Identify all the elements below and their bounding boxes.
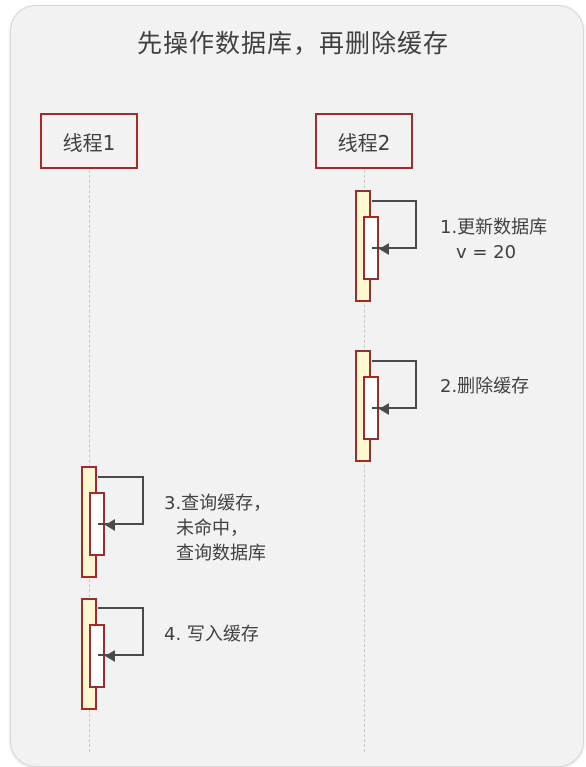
lifeline-thread1	[89, 170, 90, 752]
arrowhead-step2	[379, 403, 389, 415]
arrowhead-step3	[105, 519, 115, 531]
actor-thread1-label: 线程1	[62, 130, 116, 155]
step2-label: 2.删除缓存	[440, 376, 530, 397]
self-message-step4	[98, 607, 144, 656]
self-message-step2	[372, 360, 417, 409]
step3-label-line3: 查询数据库	[176, 543, 266, 564]
self-message-step3	[98, 476, 144, 525]
arrowhead-step1	[379, 243, 389, 255]
actor-thread2-label: 线程2	[337, 130, 391, 155]
step3-label-line2: 未命中，	[176, 518, 248, 539]
step3-label-line1: 3.查询缓存，	[164, 493, 272, 514]
step1-label-line1: 1.更新数据库	[440, 217, 548, 238]
self-message-step1	[372, 200, 417, 249]
activation-step4-inner	[89, 624, 105, 688]
actor-thread2: 线程2	[315, 113, 413, 169]
diagram-title: 先操作数据库，再删除缓存	[136, 29, 449, 58]
arrowhead-step4	[105, 650, 115, 662]
step1-label-line2: v = 20	[456, 242, 517, 263]
step4-label: 4. 写入缓存	[164, 624, 259, 645]
actor-thread1: 线程1	[40, 113, 138, 169]
